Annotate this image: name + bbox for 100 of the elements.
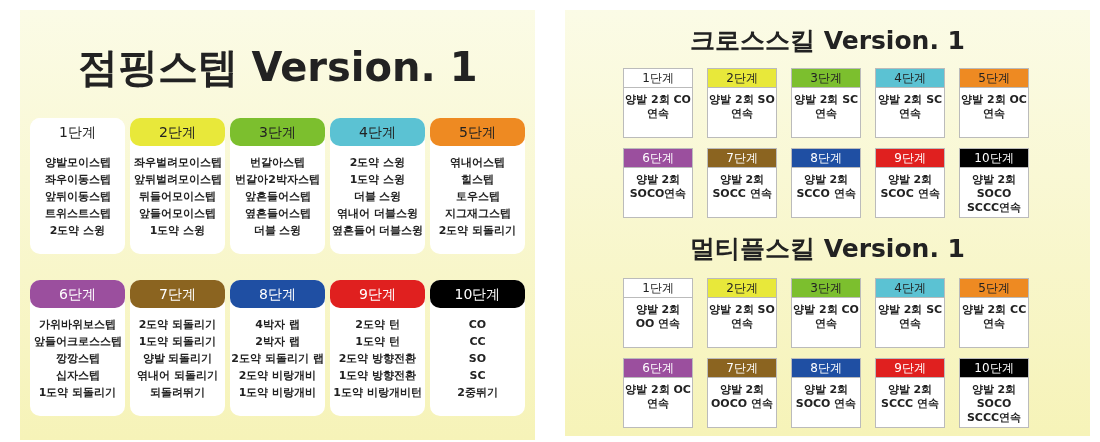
step-text: 엮내어스텝: [449, 155, 506, 171]
step-header: 9단계: [876, 359, 944, 378]
step-header: 5단계: [960, 279, 1028, 298]
step-text: 양발 2회 OC연속: [624, 382, 692, 411]
step-text: 1도약 방향전환: [337, 368, 418, 384]
step-text: 1도약 되돌리기: [137, 334, 218, 350]
step-card: [707, 68, 777, 138]
step-text: 가위바위보스텝: [38, 317, 117, 333]
step-text: 1도약 턴: [354, 334, 401, 350]
step-text: 더블 스윙: [252, 223, 303, 239]
step-text: 양발 2회 SCCO 연속: [795, 172, 857, 201]
step-card: [875, 68, 945, 138]
step-card: [875, 358, 945, 428]
step-text: 2도약 방향전환: [337, 351, 418, 367]
step-header: 4단계: [330, 118, 425, 146]
step-header: 2단계: [708, 279, 776, 298]
step-text: 1도약 스윙: [348, 172, 407, 188]
step-text: 번갈아스텝: [249, 155, 306, 171]
step-text: 뒤들어모이스텝: [138, 189, 217, 205]
step-text: 1도약 비랑개비: [237, 385, 318, 401]
step-text: 양발 2회 SC 연속: [792, 92, 860, 121]
step-text: 옆흔들어 더블스윙: [330, 223, 425, 239]
step-text: 2도약 되돌리기: [137, 317, 218, 333]
step-header: 5단계: [430, 118, 525, 146]
step-text: 엮내어 더블스윙: [336, 206, 419, 222]
step-text: 좌우벌려모이스텝: [132, 155, 223, 171]
step-text: 앞들어모이스텝: [138, 206, 217, 222]
step-card: [959, 358, 1029, 428]
step-header: 3단계: [230, 118, 325, 146]
step-header: 6단계: [30, 280, 125, 308]
step-text: 4박자 랩: [254, 317, 301, 333]
step-text: 1도약 스윙: [148, 223, 207, 239]
step-card: [623, 278, 693, 348]
step-text: 엮내어 되돌리기: [136, 368, 219, 384]
step-text: CO: [467, 317, 488, 333]
step-text: 양발 2회 SOCO SCCC연속: [965, 172, 1023, 215]
step-header: 7단계: [130, 280, 225, 308]
step-card: [430, 118, 525, 254]
step-text: 옆흔들어스텝: [243, 206, 312, 222]
step-text: 양발 2회 CO 연속: [792, 302, 860, 331]
step-text: 1도약 비랑개비턴: [332, 385, 423, 401]
step-header: 6단계: [624, 359, 692, 378]
step-text: 양발 2회 SO 연속: [708, 302, 776, 331]
step-text: 양발 2회 CO 연속: [624, 92, 692, 121]
step-text: 양발 2회 SOCO연속: [628, 172, 688, 201]
step-text: 2도약 되돌리기: [437, 223, 518, 239]
step-card: [959, 278, 1029, 348]
step-text: 양발 2회 OC연속: [960, 92, 1028, 121]
step-header: 4단계: [876, 69, 944, 88]
step-text: 양발 2회 CC연속: [960, 302, 1028, 331]
step-text: 앞뒤벌려모이스텝: [132, 172, 223, 188]
step-card: [623, 148, 693, 218]
step-header: 7단계: [708, 359, 776, 378]
step-header: 8단계: [792, 149, 860, 168]
step-card: [130, 280, 225, 416]
step-text: SO: [467, 351, 488, 367]
step-card: [623, 358, 693, 428]
step-text: 양발 2회 SOCC 연속: [711, 172, 773, 201]
step-header: 7단계: [708, 149, 776, 168]
step-text: 양발 2회 SOCO 연속: [794, 382, 858, 411]
step-header: 9단계: [330, 280, 425, 308]
step-text: 양발 2회 SOCO SCCC연속: [965, 382, 1023, 425]
panel-background: [20, 10, 535, 440]
step-header: 5단계: [960, 69, 1028, 88]
step-card: [330, 280, 425, 416]
step-text: 양발 2회 SC 연속: [876, 92, 944, 121]
step-text: 1도약 되돌리기: [37, 385, 118, 401]
step-header: 2단계: [708, 69, 776, 88]
step-text: 번갈아2박자스텝: [234, 172, 321, 188]
step-card: [791, 358, 861, 428]
step-text: 2도약 비랑개비: [237, 368, 318, 384]
panel-title: 멀티플스킬 Version. 1: [689, 233, 966, 265]
step-text: 2도약 되돌리기 랩: [230, 351, 325, 367]
panel-title: 점핑스텝 Version. 1: [76, 43, 479, 92]
step-card: [30, 118, 125, 254]
step-text: 지그재그스텝: [443, 206, 512, 222]
step-text: 힐스텝: [460, 172, 495, 188]
step-text: 양발 2회 SC 연속: [876, 302, 944, 331]
step-text: 양발 2회 OOCO 연속: [710, 382, 774, 411]
step-card: [707, 148, 777, 218]
step-text: 양발 되돌리기: [141, 351, 214, 367]
step-card: [959, 148, 1029, 218]
step-header: 9단계: [876, 149, 944, 168]
step-text: 양발 2회 SO 연속: [708, 92, 776, 121]
panel-title: 크로스스킬 Version. 1: [689, 25, 966, 57]
step-card: [875, 148, 945, 218]
step-text: 2도약 스윙: [348, 155, 407, 171]
step-header: 8단계: [230, 280, 325, 308]
step-text: 양발 2회 SCOC 연속: [879, 172, 941, 201]
step-card: [959, 68, 1029, 138]
step-text: 십자스텝: [54, 368, 101, 384]
step-card: [130, 118, 225, 254]
step-text: 2박자 랩: [254, 334, 301, 350]
step-header: 10단계: [960, 359, 1028, 378]
step-card: [623, 68, 693, 138]
step-text: 양발 2회 SCCC 연속: [880, 382, 940, 411]
step-text: 양발 2회 OO 연속: [634, 302, 682, 331]
step-header: 4단계: [876, 279, 944, 298]
step-header: 10단계: [960, 149, 1028, 168]
step-card: [707, 278, 777, 348]
